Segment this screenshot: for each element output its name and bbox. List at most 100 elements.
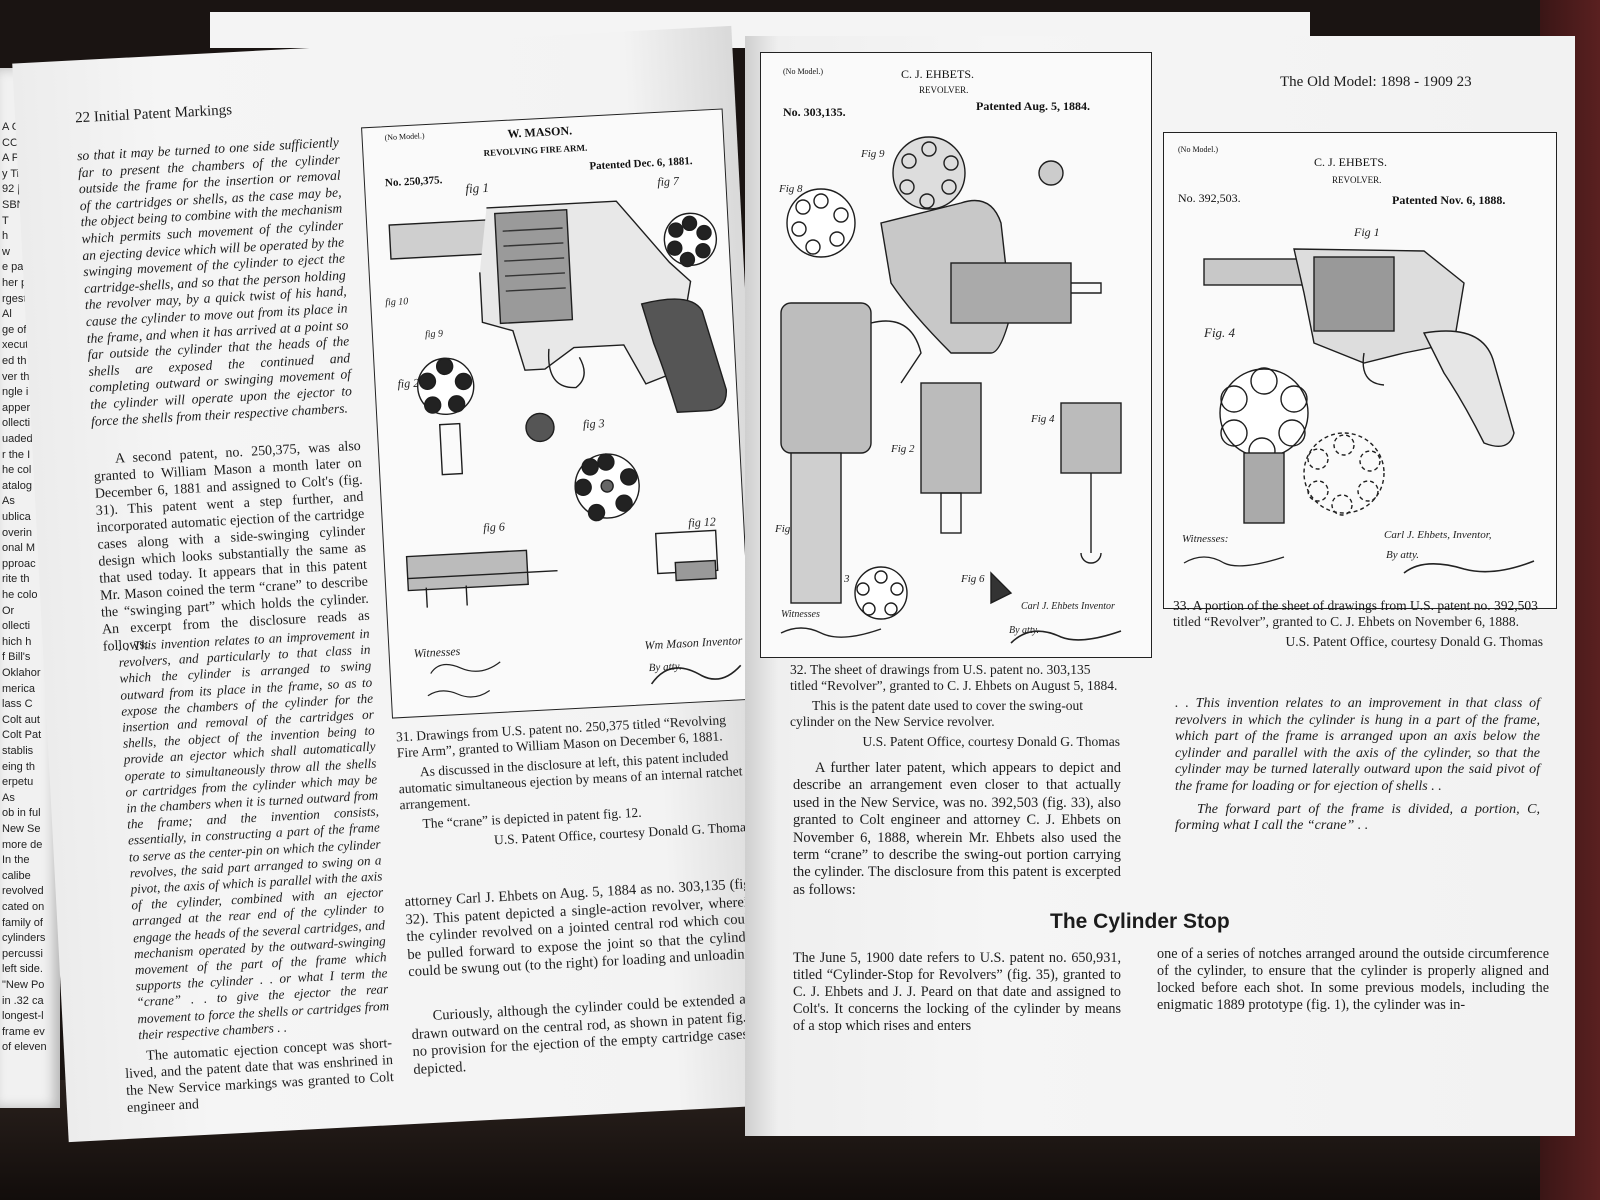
background-book-text-fragment: ollecti (2, 620, 31, 633)
fig-label: Fig 2 (891, 443, 915, 455)
plate-title: REVOLVER. (919, 85, 969, 95)
background-book-text-fragment: As (2, 791, 15, 804)
ehbets-double-action-drawing (1183, 248, 1535, 574)
patent-drawing-mason: (No Model.) W. MASON. REVOLVING FIRE ARM… (361, 108, 754, 719)
fig-label: Fig 9 (861, 148, 885, 160)
caption-32-credit: U.S. Patent Office, courtesy Donald G. T… (862, 734, 1120, 749)
background-book-text-fragment: Oklahor (2, 667, 41, 679)
background-book-text-fragment: eing th (2, 760, 36, 773)
excerpt-top: so that it may be turned to one side suf… (76, 134, 353, 429)
background-book-text-fragment: revolved (2, 885, 44, 898)
fig-label: Fig. 4 (1204, 325, 1236, 340)
background-book-text-fragment: family of (2, 916, 43, 929)
ehbets-single-action-drawing (780, 136, 1122, 644)
background-book-text-fragment: cylinders (2, 932, 46, 945)
background-book-text-fragment: h (2, 230, 9, 243)
mason-revolver-drawing (388, 200, 742, 698)
patent-drawing-ehbets-303135: (No Model.) C. J. EHBETS. REVOLVER. No. … (760, 52, 1152, 658)
background-book-text-fragment: calibe (2, 869, 31, 882)
background-book-text-fragment: apper (2, 401, 31, 414)
background-book-text-fragment: of eleven (2, 1041, 47, 1054)
background-book-text-fragment: A P (2, 152, 20, 165)
witnesses-label: Witnesses: (1182, 533, 1229, 545)
background-book-text-fragment: T (2, 214, 9, 227)
background-book-text-fragment: ge of (2, 323, 27, 336)
background-book-text-fragment: In the (2, 854, 30, 867)
caption-33-credit: U.S. Patent Office, courtesy Donald G. T… (1285, 634, 1543, 649)
background-book-text-fragment: he colo (2, 589, 38, 601)
background-book-text-fragment: Al (2, 308, 12, 321)
paragraph-auto-ejection: The automatic ejection concept was short… (124, 1036, 395, 1116)
background-book-text-fragment: "New Po (2, 979, 45, 991)
paragraph-second-patent: A second patent, no. 250,375, was also g… (93, 438, 371, 655)
background-book-text-fragment: ngle i (2, 386, 29, 399)
background-book-text-fragment: her p (2, 277, 28, 289)
left-page: 22 Initial Patent Markings so that it ma… (12, 25, 788, 1143)
background-book-text-fragment: Colt Pat (2, 729, 42, 742)
by-atty-label: By atty. (1009, 625, 1039, 636)
paragraph-cylinder-stop-1: The June 5, 1900 date refers to U.S. pat… (793, 950, 1121, 1034)
background-book-text-fragment: longest-l (2, 1010, 44, 1023)
excerpt-right-1: . . This invention relates to an improve… (1175, 696, 1540, 794)
inventor-signature: Carl J. Ehbets Inventor (1021, 601, 1115, 612)
right-page: The Old Model: 1898 - 1909 23 (No Model.… (745, 36, 1575, 1136)
background-book-text-fragment: frame ev (2, 1025, 45, 1038)
background-book-text-fragment: CO (2, 136, 19, 149)
fig-label: Fig 1 (1354, 225, 1380, 239)
paragraph-ehbets-patent: attorney Carl J. Ehbets on Aug. 5, 1884 … (404, 875, 758, 981)
caption-fig33: 33. A portion of the sheet of drawings f… (1173, 598, 1543, 650)
background-book-text-fragment: more de (2, 838, 43, 851)
plate-number: No. 303,135. (783, 105, 846, 119)
fig-label: Fig 8 (779, 183, 803, 195)
paragraph-cylinder-stop-2: one of a series of notches arranged arou… (1157, 946, 1549, 1013)
plate-inventor-name: C. J. EHBETS. (901, 67, 975, 81)
caption-33-text: 33. A portion of the sheet of drawings f… (1173, 598, 1538, 629)
background-book-text-fragment: lass C (2, 698, 33, 711)
background-book-text-fragment: uaded (2, 433, 33, 445)
patent-drawing-ehbets-392503: (No Model.) C. J. EHBETS. REVOLVER. No. … (1163, 132, 1557, 609)
caption-fig31: 31. Drawings from U.S. patent no. 250,37… (396, 711, 752, 853)
left-page-header: 22 Initial Patent Markings (74, 102, 233, 127)
paragraph-curiously: Curiously, although the cylinder could b… (411, 990, 763, 1078)
plate-no-model: (No Model.) (1178, 145, 1218, 154)
plate-no-model: (No Model.) (783, 67, 823, 76)
background-book-text-fragment: f Bill's (2, 651, 31, 664)
witnesses-label: Witnesses (781, 609, 820, 620)
background-book-text-fragment: hich h (2, 635, 32, 648)
background-book-text-fragment: overin (2, 526, 32, 539)
background-book-text-fragment: 92 | (2, 183, 21, 196)
paragraph-further-patent: A further later patent, which appears to… (793, 760, 1121, 898)
plate-title: REVOLVER. (1332, 175, 1382, 185)
background-book-text-fragment: left side. (2, 963, 43, 976)
background-book-text-fragment: merica (2, 682, 36, 695)
background-book-text-fragment: ed th (2, 355, 27, 367)
background-book-text-fragment: As (2, 495, 15, 508)
background-book-text-fragment: ob in ful (2, 807, 41, 820)
excerpt-mason: . . This invention relates to an improve… (117, 625, 390, 1043)
caption-fig32: 32. The sheet of drawings from U.S. pate… (790, 662, 1120, 750)
fig-label: Fig 4 (1031, 413, 1055, 425)
section-title: The Cylinder Stop (1050, 910, 1230, 933)
caption-32-p2: This is the patent date used to cover th… (790, 698, 1084, 729)
fig-label: Fig 6 (961, 573, 985, 585)
background-book-text-fragment: rgest (2, 292, 27, 305)
excerpt-ehbets-392503: . . This invention relates to an improve… (1175, 696, 1540, 841)
plate-date: Patented Nov. 6, 1888. (1392, 193, 1506, 207)
background-book-text-fragment: ver th (2, 370, 30, 383)
background-book-text-fragment: he col (2, 464, 32, 477)
background-book-text-fragment: stablis (2, 745, 34, 757)
background-book-text-fragment: rite th (2, 573, 30, 586)
plate-number: No. 392,503. (1178, 191, 1241, 205)
background-book-text-fragment: w (2, 245, 10, 258)
excerpt-right-2: The forward part of the frame is divided… (1175, 801, 1540, 834)
background-book-text-fragment: Colt aut (2, 713, 40, 726)
background-book-text-fragment: cated on (2, 901, 45, 913)
background-book-text-fragment: xecut (2, 339, 29, 352)
background-book-text-fragment: atalog (2, 479, 32, 492)
background-book-text-fragment: r the I (2, 448, 31, 461)
plate-date: Patented Aug. 5, 1884. (976, 99, 1090, 113)
background-book-text-fragment: erpetu (2, 776, 34, 789)
plate-inventor-name: C. J. EHBETS. (1314, 155, 1388, 169)
background-book-text-fragment: pproac (2, 557, 36, 570)
